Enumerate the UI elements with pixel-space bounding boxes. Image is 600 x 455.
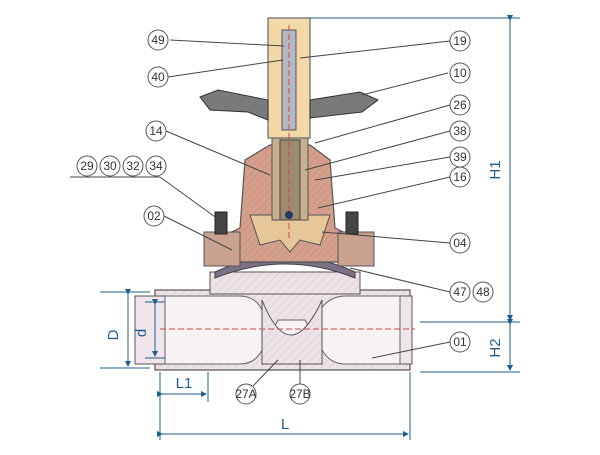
callout-10: 10 [453, 66, 467, 80]
handwheel [199, 89, 379, 121]
dim-L: L [281, 416, 289, 433]
spindle [267, 17, 311, 240]
callout-47: 47 [453, 285, 467, 299]
callout-27a: 27A [235, 387, 256, 401]
callout-32: 32 [126, 159, 140, 173]
dim-H1: H1 [487, 160, 504, 179]
dimension-labels: D d L1 L H1 H2 [105, 160, 504, 433]
callout-01: 01 [453, 335, 467, 349]
dim-d: d [133, 329, 150, 337]
callout-27b: 27B [289, 387, 310, 401]
callout-39: 39 [453, 150, 467, 164]
callout-26: 26 [453, 98, 467, 112]
callout-16: 16 [453, 170, 467, 184]
callout-labels: 49 19 40 10 26 14 38 39 16 29 30 32 34 0… [80, 33, 490, 401]
callouts [76, 29, 494, 405]
callout-40: 40 [151, 70, 165, 84]
callout-30: 30 [103, 159, 117, 173]
callout-14: 14 [149, 124, 163, 138]
callout-02: 02 [147, 209, 161, 223]
callout-19: 19 [453, 34, 467, 48]
callout-34: 34 [149, 159, 163, 173]
leader-lines [70, 39, 451, 387]
dimension-lines [100, 15, 520, 440]
dim-L1: L1 [176, 375, 193, 392]
callout-29: 29 [80, 159, 94, 173]
callout-48: 48 [476, 285, 490, 299]
callout-38: 38 [453, 124, 467, 138]
callout-04: 04 [453, 236, 467, 250]
dim-H2: H2 [487, 338, 504, 357]
valve-body [134, 271, 415, 371]
dim-D: D [105, 329, 122, 340]
callout-49: 49 [151, 33, 165, 47]
